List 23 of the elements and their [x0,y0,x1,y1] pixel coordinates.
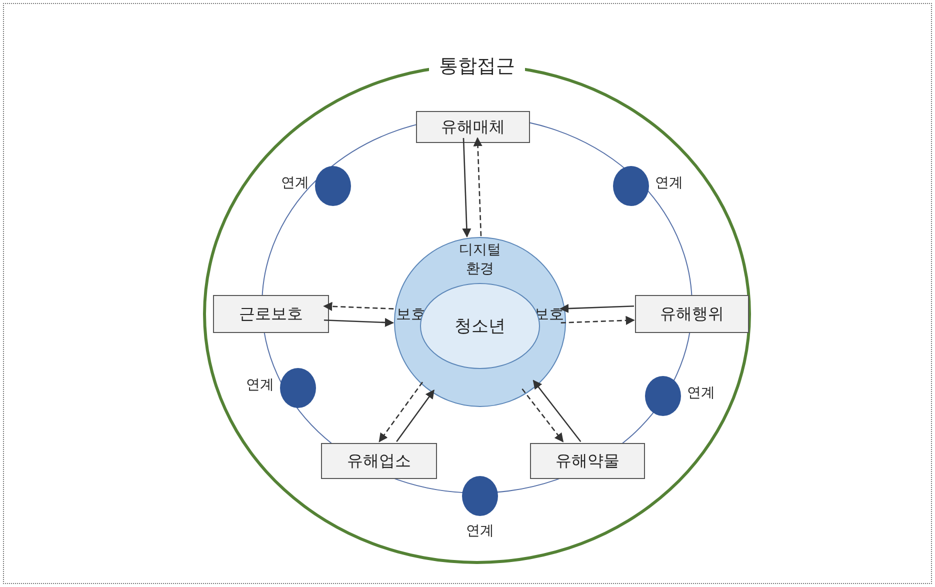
arrow [378,382,424,442]
process-box: 유해행위 [635,295,749,333]
process-box: 유해약물 [530,443,645,479]
arrow [323,302,394,311]
process-box: 유해업소 [321,443,437,479]
arrow [560,316,635,325]
process-box: 유해매체 [416,111,530,143]
arrow [396,389,434,442]
arrow [560,304,634,314]
arrow [473,137,482,236]
dot-caption: 연계 [687,384,715,402]
arrow [532,380,582,442]
arrow [522,388,564,442]
dot-caption: 연계 [246,376,274,394]
dot-caption: 연계 [281,174,309,192]
dot-caption: 연계 [655,174,683,192]
ring-side-label: 보호 [396,305,426,324]
center-label: 청소년 [454,316,506,338]
process-box: 근로보호 [213,295,329,333]
arrow [462,138,472,238]
ring-label: 디지털 환경 [458,241,502,279]
dot-caption: 연계 [466,522,494,540]
arrow [324,318,394,328]
